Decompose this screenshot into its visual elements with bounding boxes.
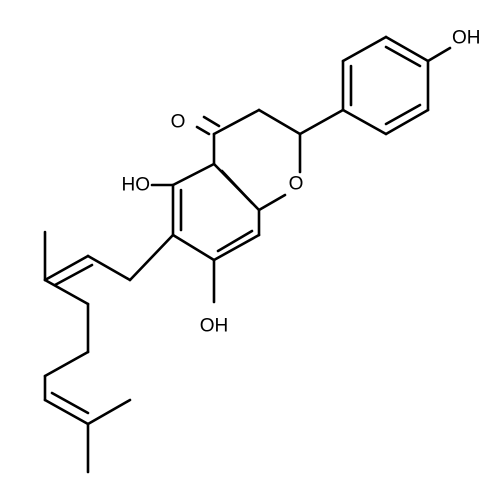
- bond-lines: [43, 35, 452, 474]
- hydroxyl-top-right-label: OH: [452, 28, 481, 49]
- hydroxyl-left-label: HO: [122, 175, 151, 196]
- ring-oxygen-label: O: [289, 174, 304, 195]
- hydroxyl-bottom-label: OH: [200, 316, 229, 337]
- carbonyl-oxygen-label: O: [171, 112, 186, 133]
